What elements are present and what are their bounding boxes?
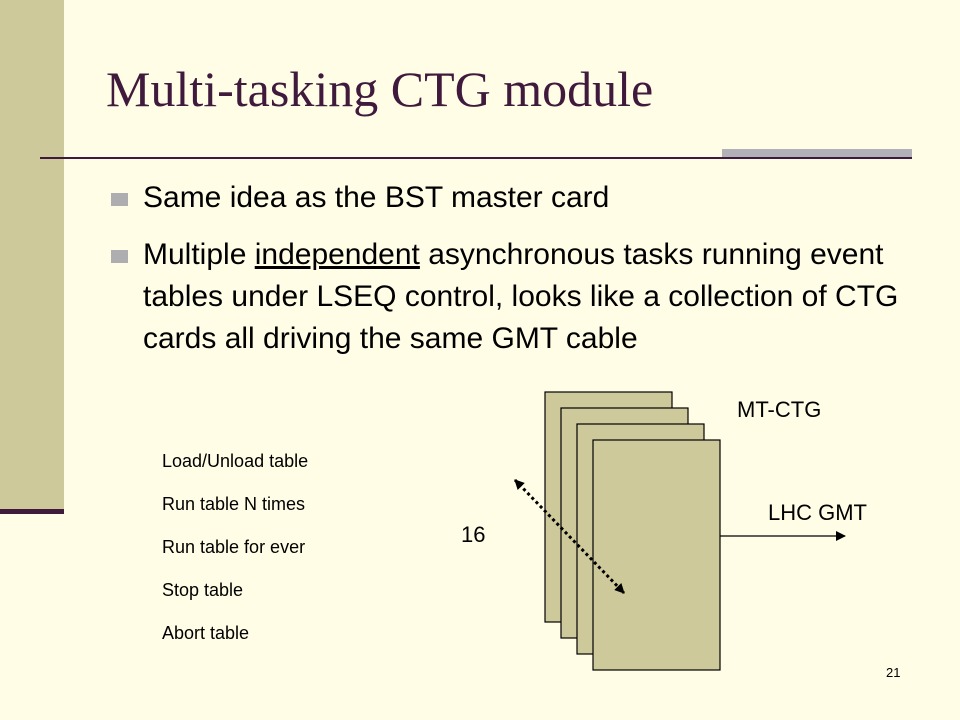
bullet-item: Same idea as the BST master card — [111, 177, 913, 219]
bullet-square-icon — [111, 250, 128, 263]
slide-title: Multi-tasking CTG module — [106, 61, 654, 117]
bullet-item: Multiple independent asynchronous tasks … — [111, 234, 913, 360]
bullet-text: Same idea as the BST master card — [143, 181, 610, 214]
title-rule — [40, 157, 912, 159]
left-band-underline — [0, 509, 64, 514]
command-item: Run table for ever — [162, 537, 306, 557]
title-rule-accent — [722, 149, 912, 157]
bullet-text: asynchronous tasks running event tables … — [143, 238, 899, 355]
page-number: 21 — [886, 665, 901, 680]
left-decor-band — [0, 0, 64, 512]
command-item: Load/Unload table — [162, 451, 309, 471]
module-label: MT-CTG — [737, 397, 822, 422]
command-item: Run table N times — [162, 494, 306, 514]
command-item: Abort table — [162, 623, 250, 643]
bullet-emphasis: independent — [254, 238, 420, 271]
task-count-label: 16 — [461, 522, 486, 547]
bullet-text: Multiple — [143, 238, 255, 271]
command-item: Stop table — [162, 580, 244, 600]
stack-depth-arrow — [513, 478, 626, 595]
ctg-card — [592, 439, 721, 671]
bullet-square-icon — [111, 193, 128, 206]
output-label: LHC GMT — [768, 500, 867, 525]
